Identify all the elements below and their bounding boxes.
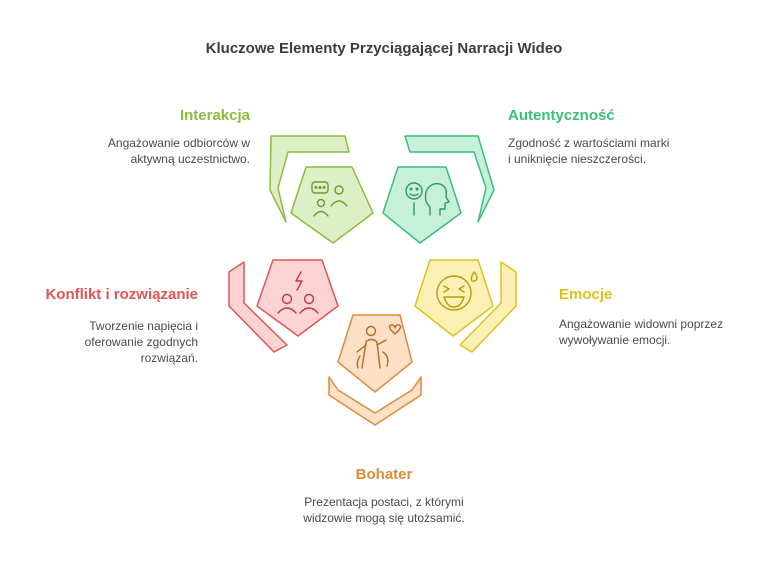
outer-band-konflikt	[228, 261, 288, 353]
pentagon-konflikt	[256, 259, 339, 337]
laughing-face-icon	[436, 271, 478, 311]
label-bohater-title: Bohater	[355, 466, 413, 483]
label-autentycznosc-title: Autentyczność	[508, 107, 615, 124]
outer-band-emocje	[459, 261, 517, 353]
hero-character-icon	[356, 324, 402, 369]
outer-band-autentycznosc	[404, 135, 495, 223]
segment-bohater	[328, 314, 422, 426]
segment-konflikt	[228, 259, 339, 353]
outer-band-interakcja	[269, 135, 350, 223]
pentagon-emocje	[414, 259, 494, 337]
segment-interakcja	[269, 135, 374, 244]
diagram-title: Kluczowe Elementy Przyciągającej Narracj…	[205, 40, 563, 57]
label-interakcja-title: Interakcja	[179, 107, 250, 124]
label-emocje-title: Emocje	[559, 286, 613, 303]
outer-band-bohater	[328, 376, 422, 426]
label-bohater-description: Prezentacja postaci, z którymi widzowie …	[303, 495, 465, 525]
conflict-people-icon	[277, 271, 319, 314]
label-interakcja-description: Angażowanie odbiorców w aktywną uczestni…	[107, 136, 250, 166]
segment-emocje	[414, 259, 517, 353]
label-konflikt-description: Tworzenie napięcia i oferowanie zgodnych…	[84, 319, 198, 365]
pentagon-bohater	[337, 314, 413, 393]
face-profile-icon	[405, 182, 450, 216]
segment-autentycznosc	[382, 135, 495, 244]
label-autentycznosc-description: Zgodność z wartościami marki i uniknięci…	[508, 136, 670, 166]
label-emocje-description: Angażowanie widowni poprzez wywoływanie …	[559, 317, 724, 347]
pentagon-autentycznosc	[382, 166, 462, 244]
label-konflikt-title: Konflikt i rozwiązanie	[45, 286, 198, 303]
people-chat-icon	[311, 181, 348, 217]
